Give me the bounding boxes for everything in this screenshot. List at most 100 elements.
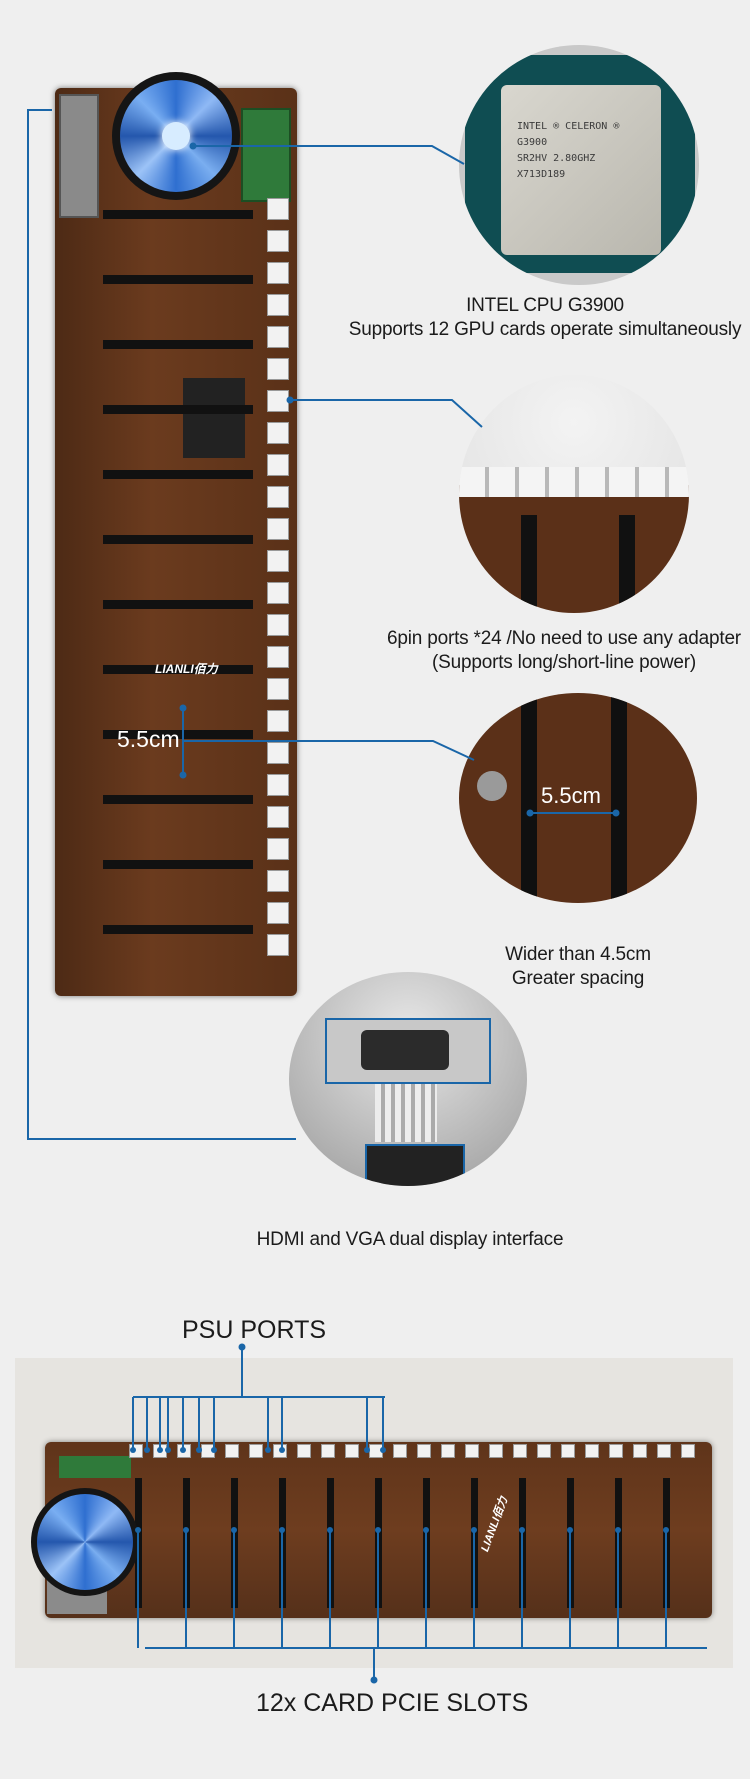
board-brand: LIANLI佰力 bbox=[155, 662, 218, 676]
psu-port-dot bbox=[144, 1447, 150, 1453]
power-connector bbox=[345, 1444, 359, 1458]
power-connector bbox=[417, 1444, 431, 1458]
power-connector bbox=[657, 1444, 671, 1458]
power-connector bbox=[537, 1444, 551, 1458]
slot-spacing-closeup-circle: 5.5cm bbox=[459, 693, 697, 903]
pcie-slot bbox=[103, 340, 253, 349]
power-connector bbox=[267, 294, 289, 316]
spacing-measure-label: 5.5cm bbox=[117, 726, 180, 752]
pcie-slot bbox=[103, 860, 253, 869]
power-connector bbox=[297, 1444, 311, 1458]
cpu-closeup-circle: INTEL ® CELERON ® G3900 SR2HV 2.80GHZ X7… bbox=[459, 45, 699, 285]
ram-module bbox=[241, 108, 291, 202]
fan-hub bbox=[162, 122, 190, 150]
power-connector bbox=[267, 518, 289, 540]
power-ports-closeup-circle bbox=[459, 375, 689, 613]
ram-module-h bbox=[59, 1456, 131, 1478]
spacing-caption: Wider than 4.5cm Greater spacing bbox=[458, 943, 698, 991]
power-connector bbox=[267, 774, 289, 796]
pcie-slot-dot bbox=[135, 1527, 141, 1533]
power-connector bbox=[513, 1444, 527, 1458]
cpu-chip: INTEL ® CELERON ® G3900 SR2HV 2.80GHZ X7… bbox=[501, 85, 661, 255]
motherboard-vertical-photo: LIANLI佰力 bbox=[55, 88, 297, 996]
pcie-slot-dot bbox=[183, 1527, 189, 1533]
power-connector bbox=[633, 1444, 647, 1458]
power-connector bbox=[465, 1444, 479, 1458]
io-ports bbox=[59, 94, 99, 218]
power-connector bbox=[267, 742, 289, 764]
power-caption: 6pin ports *24 /No need to use any adapt… bbox=[378, 627, 750, 675]
power-connector bbox=[267, 710, 289, 732]
vga-port bbox=[325, 1018, 491, 1084]
power-connector bbox=[267, 806, 289, 828]
power-connector bbox=[225, 1444, 239, 1458]
pcie-slot bbox=[103, 275, 253, 284]
psu-port-dot bbox=[165, 1447, 171, 1453]
display-caption: HDMI and VGA dual display interface bbox=[200, 1228, 620, 1252]
power-connector bbox=[267, 198, 289, 220]
pcie-slot bbox=[103, 730, 253, 739]
pcie-slot-dot bbox=[231, 1527, 237, 1533]
power-connector bbox=[267, 230, 289, 252]
display-caption-line1: HDMI and VGA dual display interface bbox=[256, 1229, 564, 1250]
power-connector bbox=[249, 1444, 263, 1458]
pcie-slot bbox=[103, 665, 253, 674]
power-connector bbox=[321, 1444, 335, 1458]
power-connector bbox=[267, 838, 289, 860]
chipset-heatsink bbox=[183, 378, 245, 458]
power-caption-line2: (Supports long/short-line power) bbox=[432, 652, 696, 673]
psu-port-dot bbox=[265, 1447, 271, 1453]
pcie-slot bbox=[103, 470, 253, 479]
cpu-caption: INTEL CPU G3900 Supports 12 GPU cards op… bbox=[340, 294, 750, 342]
spacing-caption-line1: Wider than 4.5cm bbox=[505, 944, 651, 965]
pcie-slot-dot bbox=[279, 1527, 285, 1533]
power-connector bbox=[267, 934, 289, 956]
power-connector bbox=[267, 326, 289, 348]
pcie-slot-dot bbox=[375, 1527, 381, 1533]
power-connector bbox=[267, 902, 289, 924]
hdmi-port bbox=[365, 1144, 465, 1186]
pcie-slot-dot bbox=[615, 1527, 621, 1533]
power-connector bbox=[267, 262, 289, 284]
pcie-slot bbox=[103, 925, 253, 934]
psu-port-dot bbox=[196, 1447, 202, 1453]
pcie-slot-dot bbox=[519, 1527, 525, 1533]
power-connector bbox=[609, 1444, 623, 1458]
power-connector bbox=[267, 486, 289, 508]
power-callout-line bbox=[290, 399, 483, 428]
pcie-slot bbox=[103, 405, 253, 414]
pcie-slots-label: 12x CARD PCIE SLOTS bbox=[256, 1689, 529, 1717]
cpu-fan-h bbox=[31, 1488, 139, 1596]
display-callout-line bbox=[27, 109, 296, 1140]
power-connector bbox=[267, 454, 289, 476]
psu-port-dot bbox=[180, 1447, 186, 1453]
power-connector bbox=[393, 1444, 407, 1458]
spacing-callout-line bbox=[183, 740, 475, 761]
cpu-caption-line2: Supports 12 GPU cards operate simultaneo… bbox=[348, 319, 742, 340]
psu-port-dot bbox=[364, 1447, 370, 1453]
power-connector bbox=[267, 646, 289, 668]
spacing-caption-line2: Greater spacing bbox=[511, 968, 645, 989]
pcie-slot bbox=[103, 795, 253, 804]
power-connector bbox=[267, 870, 289, 892]
psu-ports-label: PSU PORTS bbox=[182, 1316, 327, 1344]
pcie-slot bbox=[103, 600, 253, 609]
power-connector bbox=[441, 1444, 455, 1458]
power-connector bbox=[267, 614, 289, 636]
pcie-slot-dot bbox=[663, 1527, 669, 1533]
psu-port-dot bbox=[211, 1447, 217, 1453]
pcie-slot bbox=[103, 210, 253, 219]
cpu-callout-line bbox=[193, 145, 465, 165]
spacing-measure-label-closeup: 5.5cm bbox=[541, 783, 601, 808]
psu-port-dot bbox=[130, 1447, 136, 1453]
pcie-slot-dot bbox=[471, 1527, 477, 1533]
cpu-caption-line1: INTEL CPU G3900 bbox=[466, 295, 624, 316]
power-caption-line1: 6pin ports *24 /No need to use any adapt… bbox=[387, 628, 741, 649]
psu-port-dot bbox=[279, 1447, 285, 1453]
power-connector bbox=[267, 422, 289, 444]
power-connector bbox=[681, 1444, 695, 1458]
pcie-slot bbox=[103, 535, 253, 544]
pcie-slot-dot bbox=[327, 1527, 333, 1533]
pcie-slot-dot bbox=[423, 1527, 429, 1533]
